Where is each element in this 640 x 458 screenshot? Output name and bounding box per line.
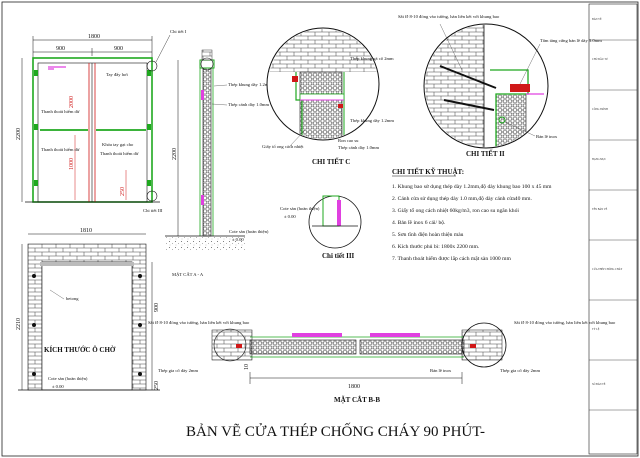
bb-dim: 1800	[348, 384, 360, 390]
label-panic-1: Thanh thoát hiểm dừ	[41, 147, 80, 152]
tb-row-2: CÔNG TRÌNH	[592, 108, 608, 111]
tb-row-1: CHỦ ĐẦU TƯ	[592, 58, 608, 61]
section-aa: 2200 Thép khung dày 1.2mm Thép cánh dày …	[165, 49, 272, 277]
door-elevation: 1800 900 900 2200 2000 1000 250 Tay đẩy …	[16, 29, 187, 213]
op-dim-250: 250	[154, 381, 160, 390]
tb-row-5: CỬA THÉP CHỐNG CHÁY	[592, 268, 622, 271]
ii-note-reinforce: Tấm tăng cứng bản lề dày 3.0mm	[540, 38, 602, 43]
c-note-frame2: Thép khung dày 1.2mm	[350, 118, 394, 123]
label-panic-top: Thanh thoát hiểm dừ	[41, 109, 80, 114]
dim-250: 250	[120, 187, 126, 196]
bb-note-hinge: Bản lề inox	[430, 368, 452, 373]
title-block: BẢN VẼ CHỦ ĐẦU TƯ CÔNG TRÌNH HẠNG MỤC TÊ…	[588, 3, 638, 455]
note-6: 6. Kích thước phủ bì: 1800x 2200 mm.	[392, 244, 480, 250]
label-handle: Tay đẩy hơi	[106, 72, 128, 77]
tb-row-6: TỶ LỆ	[592, 328, 600, 331]
detail-iii: Cote sàn (hoàn thiện) ± 0.00 Chi tiết II…	[280, 195, 362, 260]
op-floor-val: ± 0.00	[52, 384, 64, 389]
dim-right-half: 900	[114, 46, 123, 52]
dim-height: 2200	[16, 128, 22, 140]
op-dim-top: 1810	[80, 228, 92, 234]
bb-label: MẶT CẮT B-B	[334, 396, 380, 404]
aa-note-floor: Cote sàn (hoàn thiện)	[229, 229, 269, 234]
tb-row-3: HẠNG MỤC	[592, 158, 606, 161]
bb-note-frame-right: Thép gia cố dày 2mm	[500, 368, 540, 373]
aa-note-leaf: Thép cánh dày 1.0mm	[228, 102, 270, 107]
detail-ii: Sắt Ø 8-10 đóng vào tường, hàn liên kết …	[398, 14, 602, 158]
drawing-title: BẢN VẼ CỬA THÉP CHỐNG CHÁY 90 PHÚT-	[186, 422, 485, 440]
iii-floor: Cote sàn (hoàn thiện)	[280, 206, 320, 211]
op-dim-height: 2210	[16, 318, 22, 330]
dim-top: 1800	[88, 34, 100, 40]
tb-row-7: SỐ BẢN VẼ	[592, 383, 606, 386]
tb-row-4: TÊN BẢN VẼ	[592, 208, 608, 211]
note-7: 7. Thanh thoát hiểm được lắp cách mặt sà…	[392, 255, 511, 262]
bb-dim-small: 10	[244, 364, 250, 370]
aa-note-frame: Thép khung dày 1.2mm	[228, 82, 272, 87]
section-bb: 1800 10 Sắt Ø 8-10 đóng vào tường, hàn l…	[148, 320, 616, 404]
note-4: 4. Bản lề inox 6 cái/ bộ.	[392, 219, 446, 226]
tb-row-0: BẢN VẼ	[592, 18, 602, 21]
c-label: CHI TIẾT C	[312, 158, 350, 166]
label-lock: Khóa tay gạt cho	[102, 142, 134, 147]
ii-label: CHI TIẾT II	[466, 150, 505, 158]
dim-2000: 2000	[69, 96, 75, 108]
bb-note-frame-left: Thép gia cố dày 2mm	[158, 368, 198, 373]
ii-note-hinge: Bản lề inox	[536, 134, 558, 139]
op-dim-900: 900	[154, 303, 160, 312]
ii-note-bolt: Sắt Ø 8-10 đóng vào tường, hàn liên kết …	[398, 14, 500, 20]
aa-label: MẶT CẮT A - A	[172, 271, 204, 277]
label-panic-2: Thanh thoát hiểm dừ	[100, 151, 139, 156]
op-lintel: betong	[66, 296, 79, 301]
opening-elevation: 1810 2210 900 250 betong KÍCH THƯỚC Ô CH…	[16, 228, 160, 391]
note-3: 3. Giấy tổ ong cách nhiệt 60kg/m3, ron c…	[392, 207, 519, 214]
iii-label: Chi tiết III	[322, 252, 355, 260]
aa-dim-2200: 2200	[172, 148, 178, 160]
note-1: 1. Khung bao sử dụng thép dày 1.2mm,độ d…	[392, 184, 552, 190]
op-label: KÍCH THƯỚC Ô CHỜ	[44, 346, 116, 354]
bb-note-bolt-left: Sắt Ø 8-10 đóng vào tường, hàn liên kết …	[148, 320, 250, 326]
notes-heading: CHI TIẾT KỸ THUẬT:	[392, 168, 464, 176]
c-note-frame: Thép khung gá cố 2mm	[350, 56, 394, 61]
iii-floor-val: ± 0.00	[284, 214, 296, 219]
tech-notes: CHI TIẾT KỸ THUẬT: 1. Khung bao sử dụng …	[392, 168, 552, 262]
dim-1000: 1000	[69, 158, 75, 170]
bb-note-bolt-right: Sắt Ø 8-10 đóng vào tường, hàn liên kết …	[514, 320, 616, 326]
dim-left-half: 900	[56, 46, 65, 52]
note-2: 2. Cánh cửa sử dụng thép dày 1.0 mm,độ d…	[392, 196, 532, 202]
note-5: 5. Sơn tĩnh điện hoàn thiện màu	[392, 232, 464, 238]
detail-c: Thép khung gá cố 2mm Thép khung dày 1.2m…	[262, 27, 394, 166]
label-detail-i: Chi tiết I	[170, 29, 187, 34]
c-note-rubber: Ron cao su	[338, 138, 359, 143]
op-floor: Cote sàn (hoàn thiện)	[48, 376, 88, 381]
aa-note-floor-val: ± 0.00	[232, 237, 244, 242]
c-note-leaf: Thép cánh dày 1.0mm	[338, 145, 380, 150]
c-note-insulation: Giấy tổ ong cách nhiệt	[262, 144, 304, 149]
label-detail-iii: Chi tiết III	[143, 208, 163, 213]
